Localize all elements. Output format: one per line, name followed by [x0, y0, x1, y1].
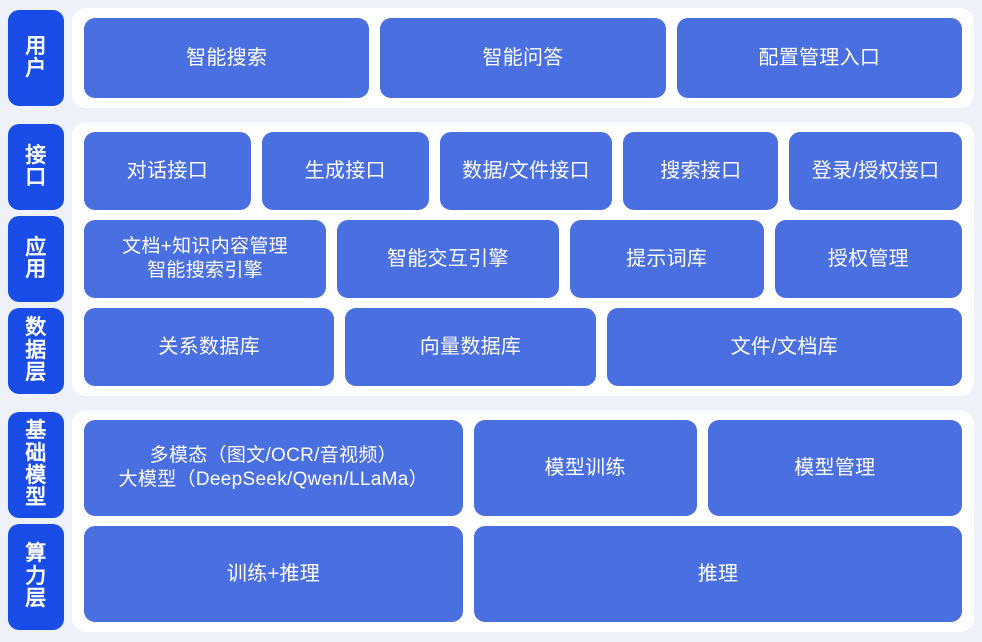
- block-row: 训练+推理推理: [84, 526, 962, 622]
- block-row: 文档+知识内容管理 智能搜索引擎智能交互引擎提示词库授权管理: [84, 220, 962, 298]
- layer-card-platform: 对话接口生成接口数据/文件接口搜索接口登录/授权接口文档+知识内容管理 智能搜索…: [72, 122, 974, 396]
- block-row: 对话接口生成接口数据/文件接口搜索接口登录/授权接口: [84, 132, 962, 210]
- capability-block[interactable]: 配置管理入口: [676, 18, 962, 98]
- capability-block[interactable]: 提示词库: [569, 220, 764, 298]
- capability-block[interactable]: 模型管理: [707, 420, 962, 516]
- block-row: 关系数据库向量数据库文件/文档库: [84, 308, 962, 386]
- layer-rail-platform: 接口应用数据层: [8, 122, 64, 396]
- capability-block[interactable]: 数据/文件接口: [439, 132, 613, 210]
- capability-block[interactable]: 搜索接口: [623, 132, 779, 210]
- capability-block[interactable]: 授权管理: [774, 220, 962, 298]
- capability-block[interactable]: 登录/授权接口: [789, 132, 962, 210]
- capability-block[interactable]: 文档+知识内容管理 智能搜索引擎: [84, 220, 327, 298]
- section-infra: 基础模型算力层多模态（图文/OCR/音视频） 大模型（DeepSeek/Qwen…: [8, 410, 974, 632]
- layer-rail-user: 用户: [8, 8, 64, 108]
- capability-block[interactable]: 智能问答: [380, 18, 666, 98]
- capability-block[interactable]: 关系数据库: [84, 308, 335, 386]
- capability-block[interactable]: 对话接口: [84, 132, 251, 210]
- layer-tab[interactable]: 应用: [8, 216, 64, 302]
- layer-card-infra: 多模态（图文/OCR/音视频） 大模型（DeepSeek/Qwen/LLaMa）…: [72, 410, 974, 632]
- section-platform: 接口应用数据层对话接口生成接口数据/文件接口搜索接口登录/授权接口文档+知识内容…: [8, 122, 974, 396]
- layer-tab[interactable]: 用户: [8, 10, 64, 106]
- capability-block[interactable]: 文件/文档库: [606, 308, 962, 386]
- layer-tab[interactable]: 基础模型: [8, 412, 64, 518]
- capability-block[interactable]: 生成接口: [261, 132, 429, 210]
- capability-block[interactable]: 推理: [474, 526, 962, 622]
- block-row: 智能搜索智能问答配置管理入口: [84, 18, 962, 98]
- layer-tab[interactable]: 算力层: [8, 524, 64, 630]
- layer-tab[interactable]: 数据层: [8, 308, 64, 394]
- capability-block[interactable]: 向量数据库: [345, 308, 596, 386]
- section-user: 用户智能搜索智能问答配置管理入口: [8, 8, 974, 108]
- capability-block[interactable]: 模型训练: [473, 420, 697, 516]
- capability-block[interactable]: 智能搜索: [84, 18, 370, 98]
- layer-card-user: 智能搜索智能问答配置管理入口: [72, 8, 974, 108]
- layer-tab[interactable]: 接口: [8, 124, 64, 210]
- capability-block[interactable]: 训练+推理: [84, 526, 464, 622]
- capability-block[interactable]: 多模态（图文/OCR/音视频） 大模型（DeepSeek/Qwen/LLaMa）: [84, 420, 463, 516]
- layer-rail-infra: 基础模型算力层: [8, 410, 64, 632]
- block-row: 多模态（图文/OCR/音视频） 大模型（DeepSeek/Qwen/LLaMa）…: [84, 420, 962, 516]
- capability-block[interactable]: 智能交互引擎: [337, 220, 559, 298]
